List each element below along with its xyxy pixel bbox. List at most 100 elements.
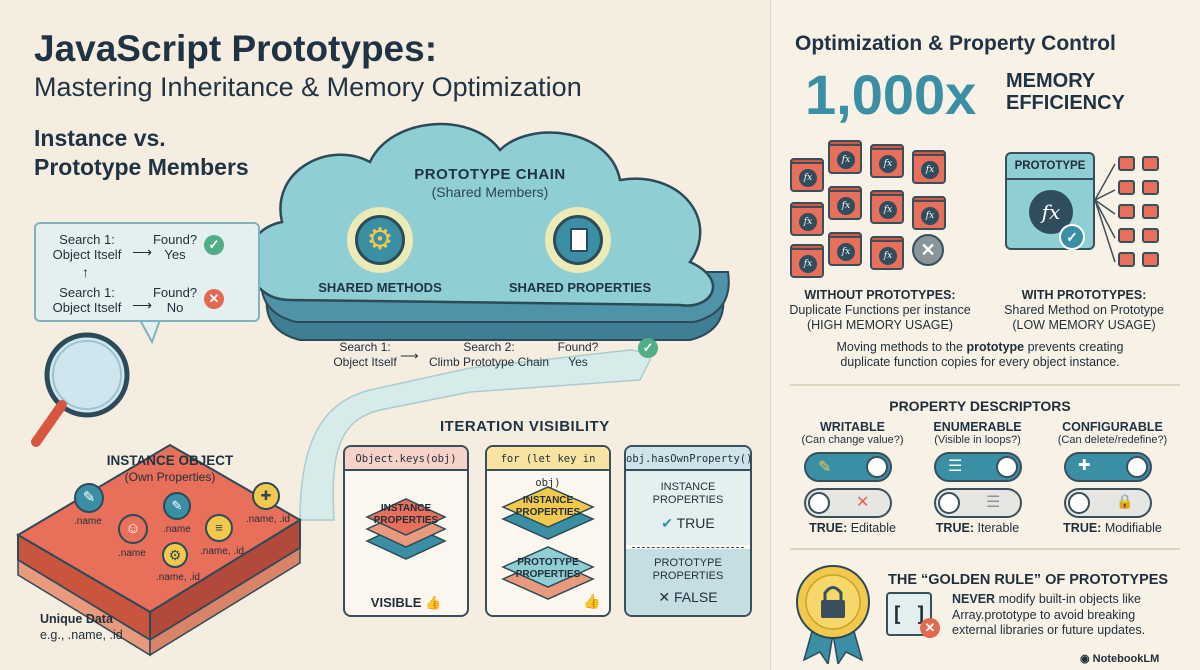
- wrench-icon: ✚: [1078, 457, 1091, 474]
- function-tile: fx: [912, 196, 946, 230]
- function-icon: fx: [837, 197, 855, 215]
- instance-tile: [1142, 228, 1159, 243]
- instance-tile: [1118, 180, 1135, 195]
- path-search-2: Search 2: Climb Prototype Chain: [428, 340, 550, 369]
- thumbs-up-icon: 👍: [583, 593, 601, 609]
- descriptor-writable: WRITABLE (Can change value?): [801, 420, 904, 446]
- search-box: [34, 222, 260, 322]
- path-found: Found? Yes: [557, 340, 599, 369]
- function-tile: fx: [828, 140, 862, 174]
- cross-icon: ✕: [912, 234, 944, 266]
- writable-toggle-off[interactable]: ✕: [804, 488, 892, 518]
- page-subtitle: Mastering Inheritance & Memory Optimizat…: [34, 72, 582, 102]
- instance-tile: [1142, 204, 1159, 219]
- function-icon: fx: [837, 151, 855, 169]
- prototype-box: PROTOTYPE fx ✓: [1005, 152, 1095, 250]
- pencil-icon: ✎: [74, 483, 104, 513]
- function-tile: fx: [870, 144, 904, 178]
- function-icon: fx: [921, 207, 939, 225]
- found-no: Found? No: [152, 285, 198, 315]
- function-tile: fx: [790, 202, 824, 236]
- function-icon: fx: [799, 255, 817, 273]
- instance-tile: [1118, 156, 1135, 171]
- function-tile: fx: [828, 186, 862, 220]
- stack-label-top: INSTANCE PROPERTIES: [515, 495, 581, 518]
- card-object-keys: Object.keys(obj) INSTANCE PROPERTIES VIS…: [343, 445, 469, 617]
- cross-icon: ✕: [920, 618, 940, 638]
- card-has-own-property: obj.hasOwnProperty() INSTANCE PROPERTIES…: [624, 445, 752, 617]
- search-step-1: Search 1: Object Itself: [52, 232, 122, 262]
- configurable-toggle-off[interactable]: 🔒: [1064, 488, 1152, 518]
- list-icon: ☰: [986, 494, 1001, 511]
- document-icon: [553, 215, 603, 265]
- iteration-title: ITERATION VISIBILITY: [440, 418, 610, 435]
- arrow-right-icon: ⟶: [132, 244, 153, 260]
- shared-methods-label: SHARED METHODS: [318, 280, 442, 295]
- check-icon: ✔: [661, 515, 673, 531]
- stack-label-bottom: PROTOTYPE PROPERTIES: [515, 557, 581, 580]
- card-for-in: for (let key in obj) INSTANCE PROPERTIES…: [485, 445, 611, 617]
- pencil-icon: ✎: [163, 492, 191, 520]
- no-edit-icon: ✕: [856, 494, 870, 511]
- instance-props-label: INSTANCE PROPERTIES: [652, 481, 724, 506]
- unique-data-sub: e.g., .name, .id: [40, 628, 123, 642]
- arrow-right-icon: ⟶: [132, 297, 153, 313]
- false-result: ✕ FALSE: [658, 589, 718, 605]
- function-icon: fx: [879, 247, 897, 265]
- brand-icon: ◉: [1080, 653, 1090, 665]
- golden-rule-text: NEVER modify built-in objects like Array…: [952, 592, 1146, 637]
- memory-note: Moving methods to the prototype prevents…: [836, 340, 1124, 369]
- big-number: 1,000x: [805, 63, 977, 126]
- code-label: obj.hasOwnProperty(): [626, 447, 750, 471]
- function-icon: fx: [799, 169, 817, 187]
- descriptors-title: PROPERTY DESCRIPTORS: [889, 398, 1071, 414]
- right-panel: [770, 0, 1200, 670]
- arrow-right-icon: ⟶: [400, 348, 419, 363]
- function-icon: fx: [879, 201, 897, 219]
- enumerable-toggle-on[interactable]: ☰: [934, 452, 1022, 482]
- instance-tile: [1118, 204, 1135, 219]
- function-tile: fx: [870, 236, 904, 270]
- prototype-label: PROTOTYPE: [1007, 154, 1093, 180]
- user-icon: ☺: [118, 514, 148, 544]
- descriptor-configurable: CONFIGURABLE (Can delete/redefine?): [1057, 420, 1168, 446]
- function-tile: fx: [790, 244, 824, 278]
- writable-toggle-on[interactable]: ✎: [804, 452, 892, 482]
- visible-result: VISIBLE 👍: [370, 595, 442, 610]
- prop-label: .name, .id: [200, 546, 244, 557]
- golden-badge: [796, 565, 870, 664]
- path-search-1: Search 1: Object Itself: [333, 340, 397, 369]
- memory-efficiency: MEMORY EFFICIENCY: [1006, 70, 1125, 114]
- wrench-icon: ✚: [252, 482, 280, 510]
- check-icon: ✓: [1059, 224, 1085, 250]
- pencil-icon: ✎: [818, 459, 832, 476]
- connector-lines: [1095, 163, 1116, 263]
- without-caption: WITHOUT PROTOTYPES: Duplicate Functions …: [789, 288, 971, 332]
- function-icon: fx: [837, 243, 855, 261]
- true-result: ✔ TRUE: [661, 515, 715, 531]
- magnifier-handle: [31, 400, 67, 447]
- descriptor-enumerable: ENUMERABLE (Visible in loops?): [933, 420, 1022, 446]
- prototype-chain-title: PROTOTYPE CHAIN: [414, 166, 566, 183]
- configurable-toggle-on[interactable]: ✚: [1064, 452, 1152, 482]
- prop-label: .name: [74, 516, 102, 527]
- instance-tile: [1142, 252, 1159, 267]
- shared-properties-label: SHARED PROPERTIES: [508, 280, 652, 295]
- thumbs-up-icon: 👍: [425, 595, 442, 610]
- x-icon: ✕: [658, 589, 671, 605]
- prototype-props-label: PROTOTYPE PROPERTIES: [652, 557, 724, 582]
- instance-tile: [1142, 156, 1159, 171]
- lock-icon: 🔒: [1116, 493, 1134, 509]
- section-title: Instance vs. Prototype Members: [34, 125, 249, 180]
- cross-icon: ✕: [204, 289, 224, 309]
- function-icon: fx: [879, 155, 897, 173]
- magnifier-lens: [44, 332, 130, 418]
- search-step-2: Search 1: Object Itself: [52, 285, 122, 315]
- with-caption: WITH PROTOTYPES: Shared Method on Protot…: [1004, 288, 1164, 332]
- function-icon: fx: [921, 161, 939, 179]
- brand-label: ◉ NotebookLM: [1080, 653, 1160, 665]
- golden-rule-title: THE “GOLDEN RULE” OF PROTOTYPES: [888, 572, 1169, 588]
- enumerable-toggle-off[interactable]: ☰: [934, 488, 1022, 518]
- function-tile: fx: [870, 190, 904, 224]
- prototype-chain-subtitle: (Shared Members): [431, 184, 549, 200]
